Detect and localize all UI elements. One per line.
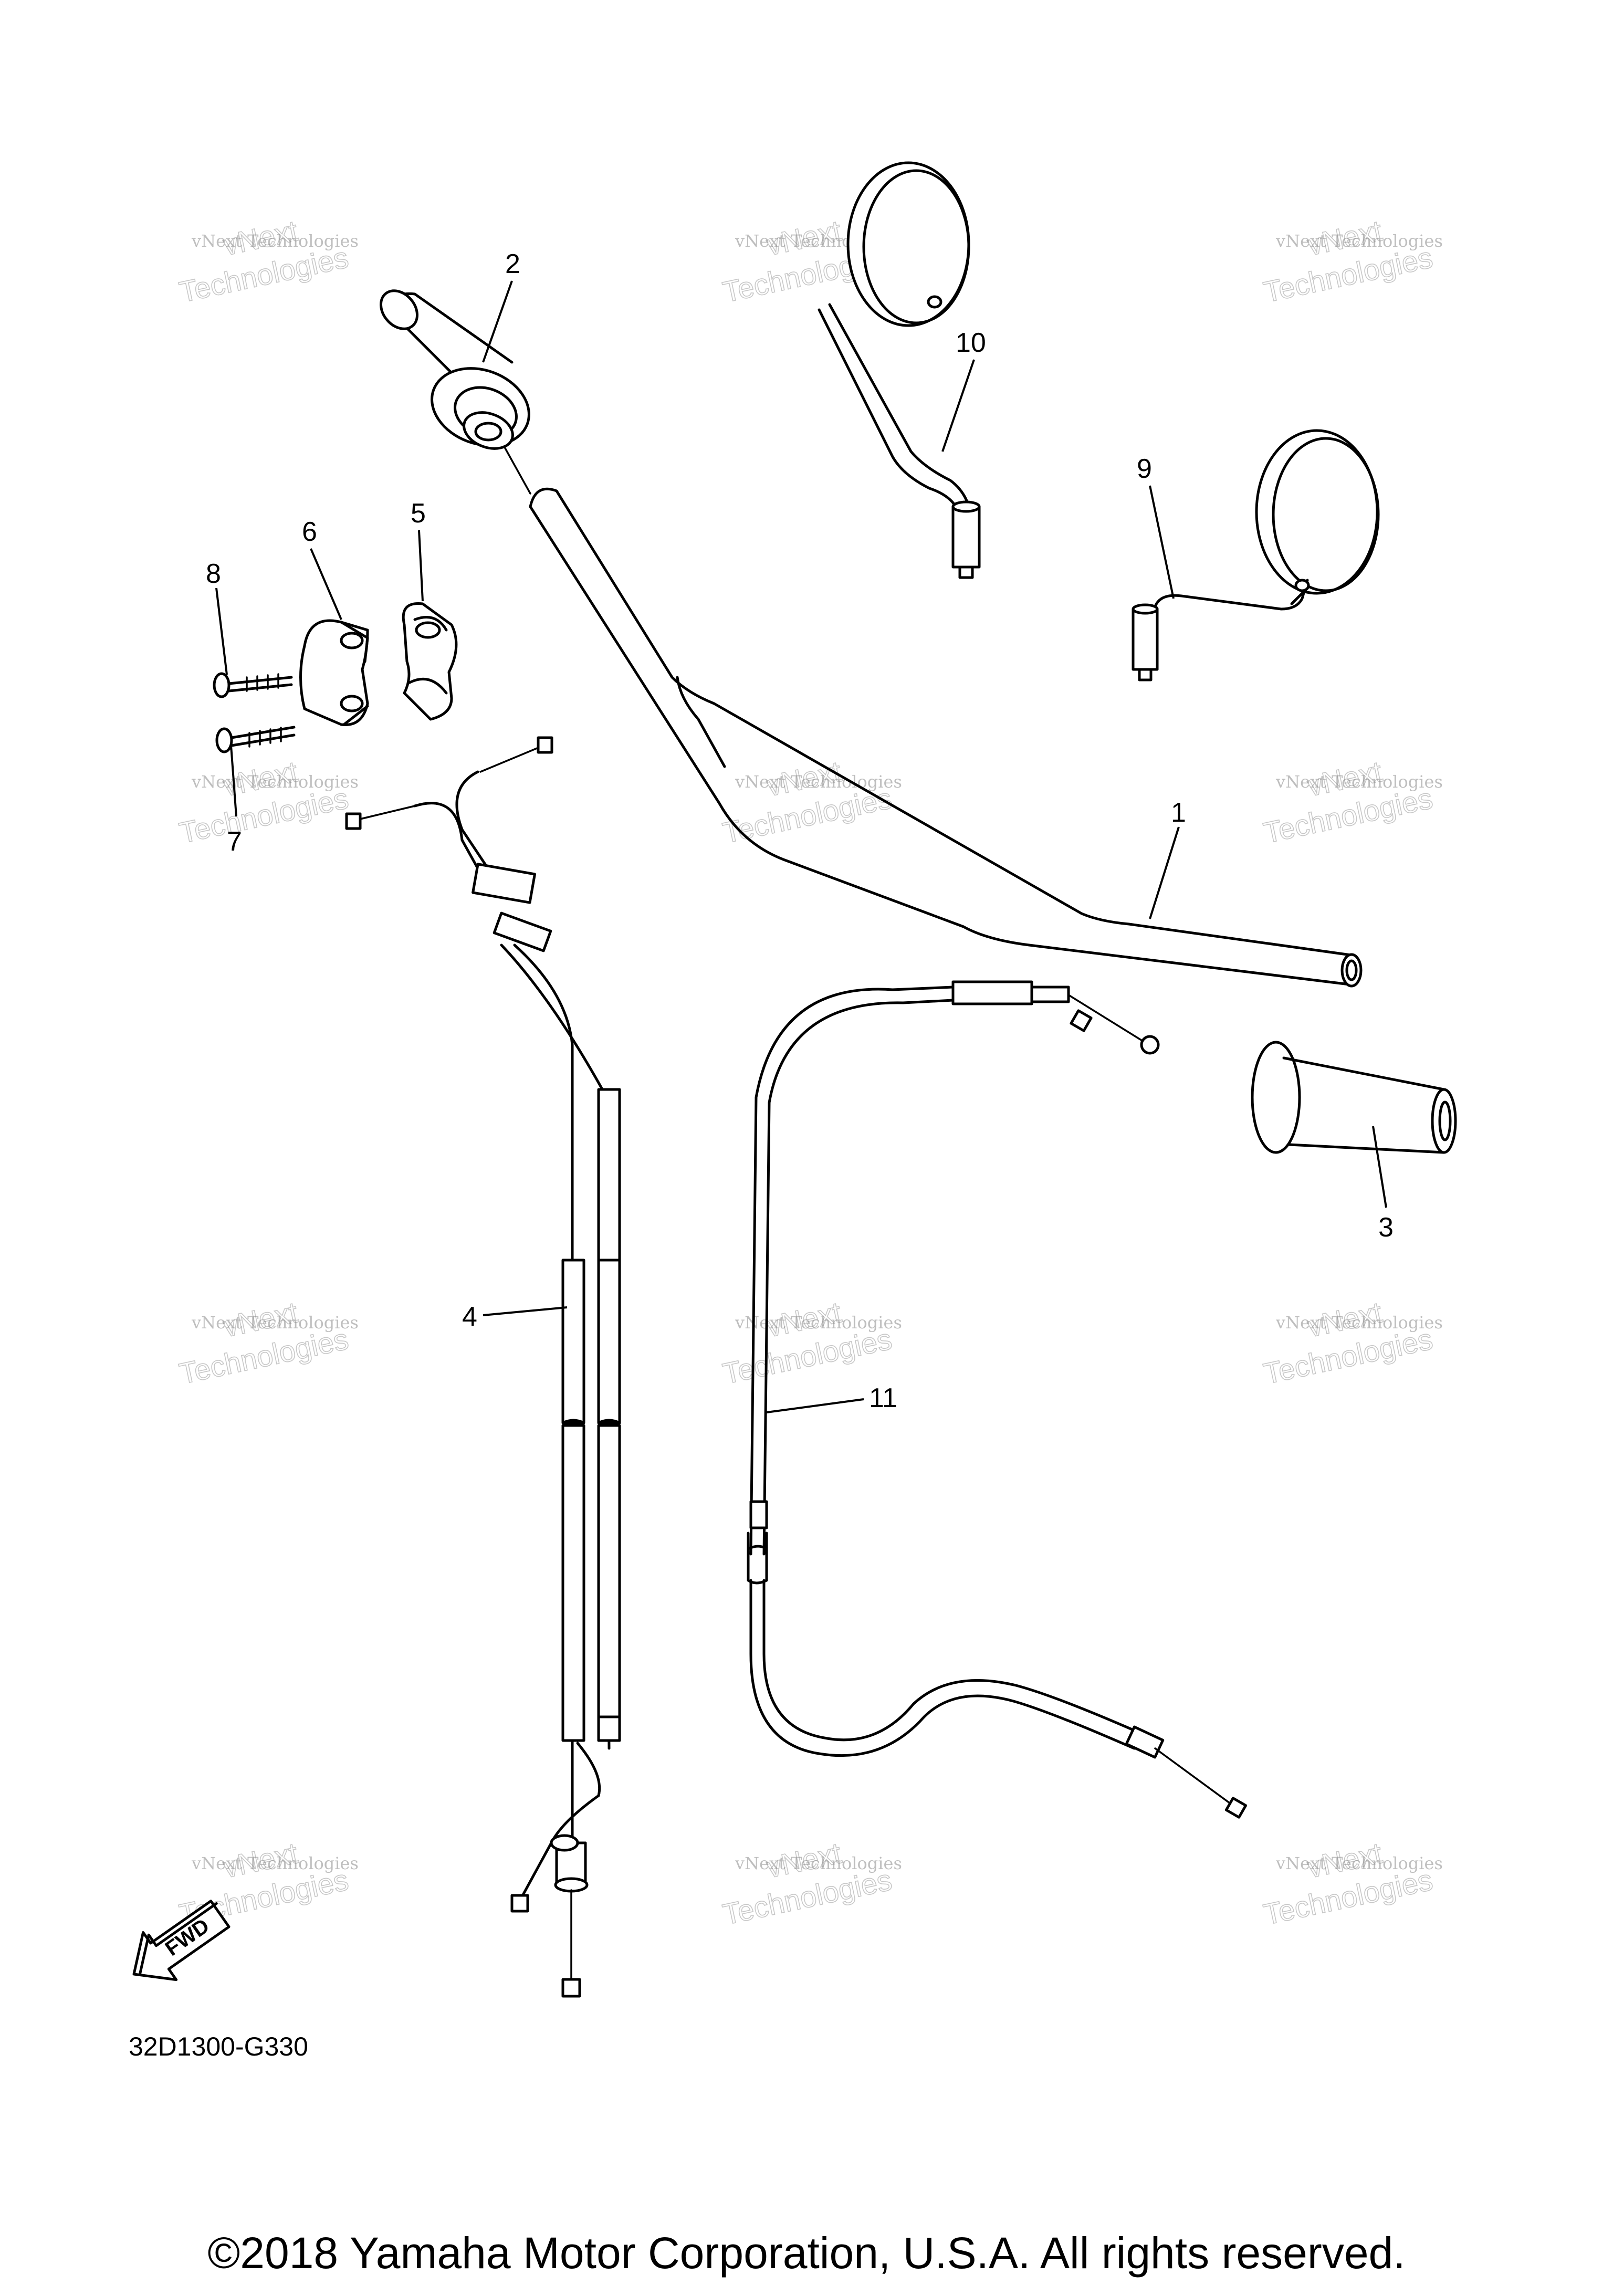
callout-11: 11 <box>869 1383 897 1413</box>
callout-4: 4 <box>462 1302 477 1332</box>
callout-7: 7 <box>227 826 242 857</box>
callout-6: 6 <box>302 517 317 547</box>
screw-part[interactable] <box>213 672 293 698</box>
watermark: Technologies vNext vNext Technologies <box>1260 754 1443 850</box>
mirror-part[interactable] <box>818 161 981 579</box>
callout-2: 2 <box>505 249 520 279</box>
watermark: Technologies vNext vNext Technologies <box>719 1295 902 1390</box>
svg-text:vNext Technologies: vNext Technologies <box>735 1313 902 1333</box>
mirror-part[interactable] <box>1132 429 1380 682</box>
watermark: Technologies vNext vNext Technologies <box>1260 213 1443 309</box>
svg-text:vNext Technologies: vNext Technologies <box>1275 231 1443 251</box>
watermark: Technologies vNext vNext Technologies <box>719 754 902 850</box>
grip-part[interactable] <box>1251 1041 1457 1154</box>
copyright-notice: ©2018 Yamaha Motor Corporation, U.S.A. A… <box>207 2228 1405 2278</box>
watermark: Technologies vNext vNext Technologies <box>176 1295 359 1390</box>
svg-text:vNext Technologies: vNext Technologies <box>191 772 359 792</box>
screw-part[interactable] <box>215 726 296 753</box>
callout-9: 9 <box>1137 454 1152 484</box>
svg-text:vNext Technologies: vNext Technologies <box>191 1853 359 1873</box>
watermark: Technologies vNext vNext Technologies <box>1260 1295 1443 1390</box>
callout-8: 8 <box>206 559 221 589</box>
switch-housing-part[interactable] <box>299 619 369 726</box>
callout-3: 3 <box>1378 1212 1394 1243</box>
svg-text:vNext Technologies: vNext Technologies <box>1275 1853 1443 1873</box>
watermark: Technologies vNext vNext Technologies <box>719 1836 902 1931</box>
clutch-cable-part[interactable] <box>747 980 1248 1819</box>
svg-text:vNext Technologies: vNext Technologies <box>735 1853 902 1873</box>
svg-text:vNext Technologies: vNext Technologies <box>735 772 902 792</box>
watermark: Technologies vNext vNext Technologies <box>1260 1836 1443 1931</box>
callout-10: 10 <box>956 328 986 358</box>
leader-lines <box>215 280 1387 1413</box>
svg-text:vNext Technologies: vNext Technologies <box>191 1313 359 1333</box>
watermark: Technologies vNext vNext Technologies <box>176 754 359 850</box>
throttle-cable-part[interactable] <box>345 736 621 1998</box>
diagram-code: 32D1300-G330 <box>129 2032 308 2061</box>
svg-text:vNext Technologies: vNext Technologies <box>191 231 359 251</box>
svg-text:vNext Technologies: vNext Technologies <box>1275 772 1443 792</box>
svg-text:vNext Technologies: vNext Technologies <box>1275 1313 1443 1333</box>
handlebar-part[interactable] <box>529 487 1363 988</box>
watermarks: Technologies vNext vNext Technologies Te… <box>176 213 1443 1931</box>
throttle-grip-part[interactable] <box>373 284 540 495</box>
housing-half-part[interactable] <box>402 602 458 721</box>
watermark: Technologies vNext vNext Technologies <box>176 213 359 309</box>
callouts: 1 2 3 4 5 6 7 8 9 10 11 <box>206 249 1394 1413</box>
callout-5: 5 <box>411 498 426 529</box>
callout-1: 1 <box>1171 798 1186 828</box>
